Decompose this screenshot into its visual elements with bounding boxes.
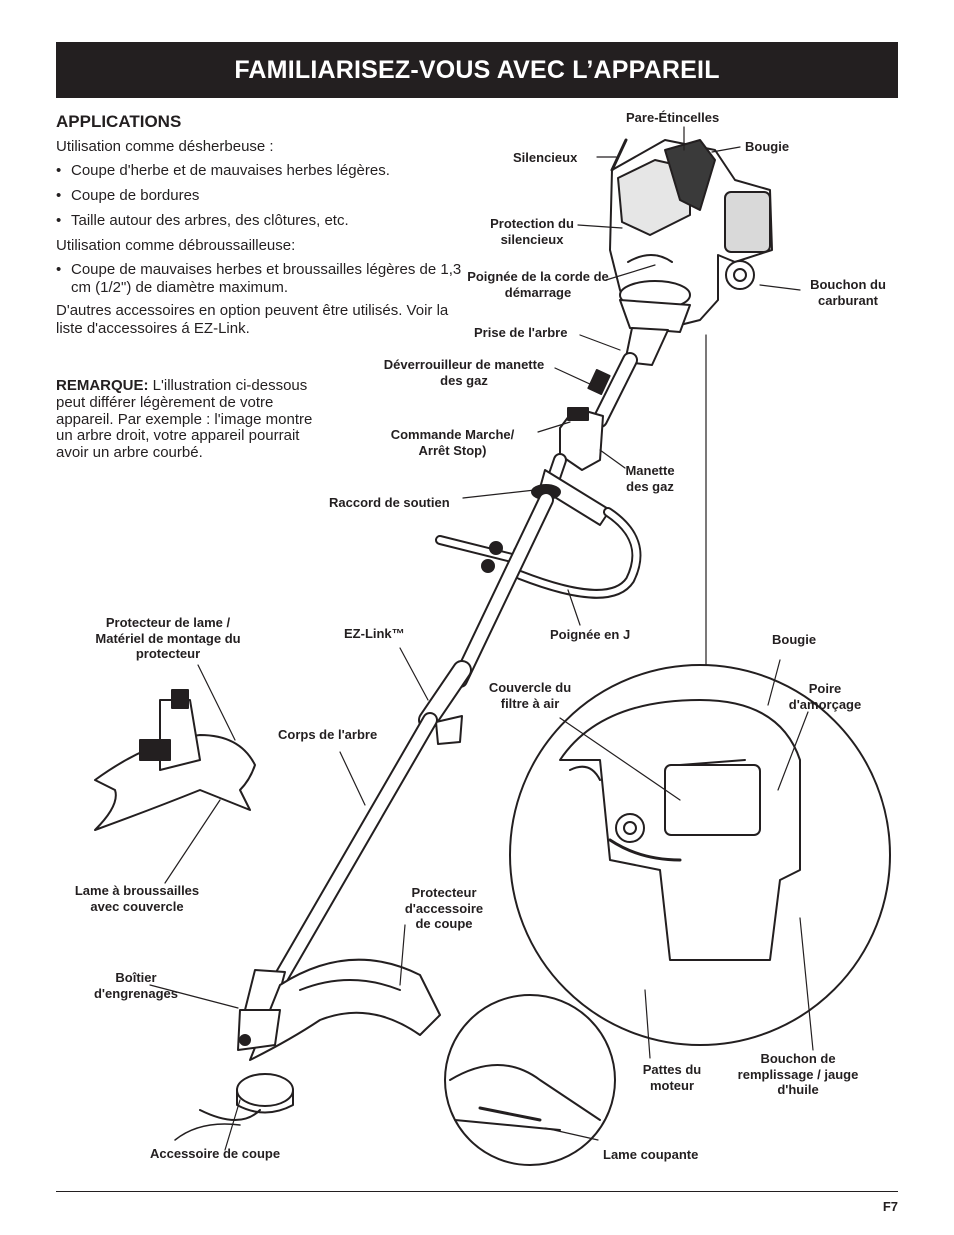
accessories-note: D'autres accessoires en option peuvent ê… [56,302,449,338]
label-j-handle: Poignée en J [550,627,631,642]
list-item: Coupe d'herbe et de mauvaises herbes lég… [56,162,476,180]
label-blade-guard: Protecteur de lame / Matériel de montage… [95,615,241,662]
engine-drawing [609,138,773,333]
footer-rule [56,1191,898,1192]
label-throttle-lockout: Déverrouilleur de manette des gaz [383,357,545,388]
remark-label: REMARQUE: [56,377,149,394]
applications-section: APPLICATIONS Utilisation comme désherbeu… [56,112,476,344]
applications-heading: APPLICATIONS [56,112,182,131]
label-gear-box: Boîtier d'engrenages [93,970,178,1001]
label-muffler: Silencieux [513,150,578,165]
label-primer-bulb: Poire d'amorçage [788,681,862,712]
label-starter-rope: Poignée de la corde de démarrage [467,269,609,300]
list-item: Coupe de mauvaises herbes et broussaille… [56,261,471,297]
label-air-filter-cover: Couvercle du filtre à air [488,680,572,711]
label-spark-plug-detail: Bougie [772,632,817,647]
list-item: Taille autour des arbres, des clôtures, … [56,212,476,230]
label-muffler-guard: Protection du silencieux [490,216,574,247]
label-ez-link: EZ-Link™ [344,626,405,641]
page-number: F7 [882,1199,898,1214]
remark-text: L'illustration ci-dessous peut différer … [56,377,313,462]
label-spark-arrestor: Pare-Étincelles [626,110,720,125]
label-shaft-body: Corps de l'arbre [278,727,378,742]
brushcutter-uses-list: Coupe de mauvaises herbes et broussaille… [56,261,476,297]
label-fuel-cap: Bouchon du carburant [810,277,886,308]
page-title: FAMILIARISEZ-VOUS AVEC L’APPAREIL [56,42,898,98]
label-on-off: Commande Marche/ Arrêt Stop) [390,427,515,458]
label-cutting-attachment: Accessoire de coupe [150,1146,281,1161]
label-shaft-grip: Prise de l'arbre [474,325,568,340]
brushcutter-intro: Utilisation comme débroussailleuse: [56,237,296,255]
label-cutting-blade: Lame coupante [603,1147,699,1162]
label-cutting-guard: Protecteur d'accessoire de coupe [404,885,484,932]
label-support-coupling: Raccord de soutien [329,495,450,510]
label-spark-plug-top: Bougie [745,139,790,154]
label-engine-feet: Pattes du moteur [642,1062,702,1093]
label-throttle: Manette des gaz [625,463,675,494]
trimmer-uses-list: Coupe d'herbe et de mauvaises herbes lég… [56,162,476,230]
list-item: Coupe de bordures [56,187,476,205]
trimmer-intro: Utilisation comme désherbeuse : [56,138,274,156]
label-brush-blade: Lame à broussailles avec couvercle [74,883,200,914]
remark-note: REMARQUE: L'illustration ci-dessous peut… [56,377,331,462]
label-oil-fill: Bouchon de remplissage / jauge d'huile [737,1051,859,1098]
